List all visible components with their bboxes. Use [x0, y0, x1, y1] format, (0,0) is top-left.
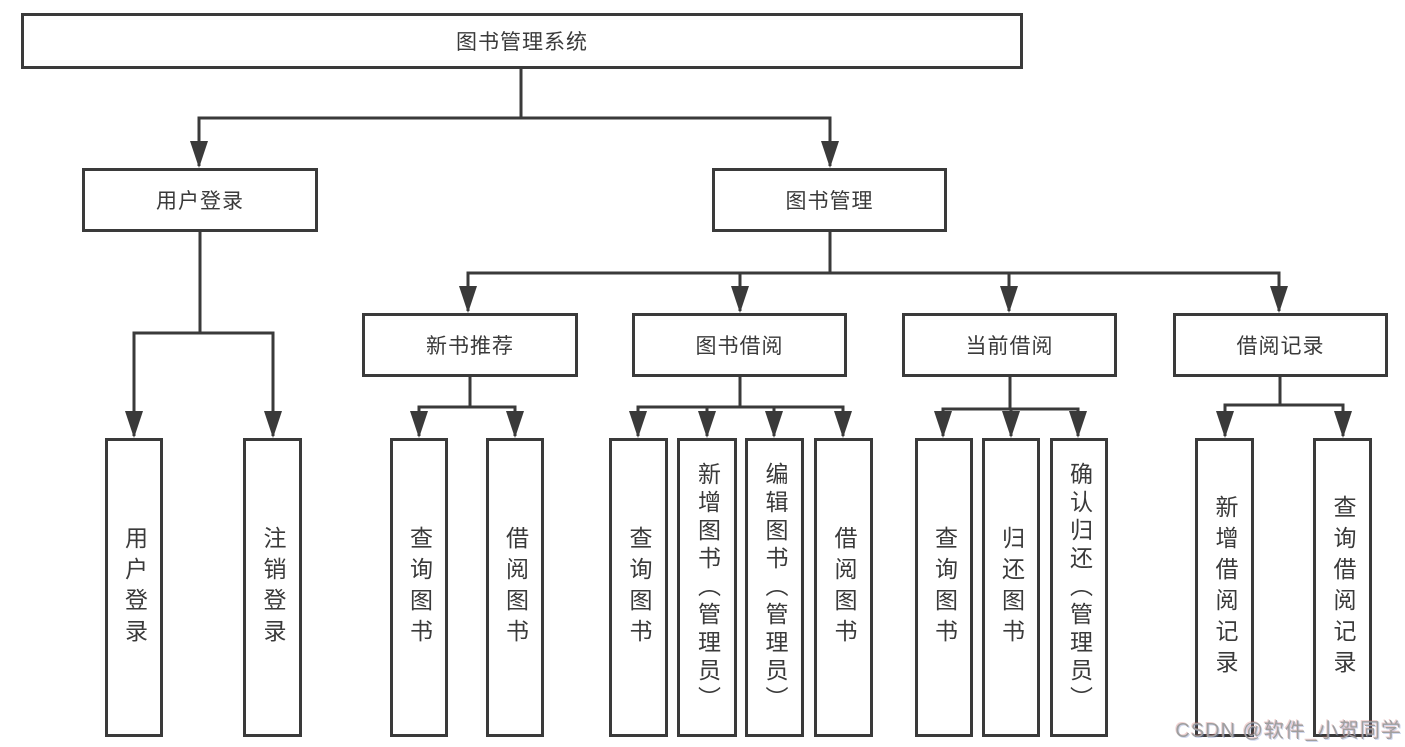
leaf-label: 查询图书	[626, 525, 652, 650]
leaf-label: 新增借阅记录	[1212, 494, 1238, 681]
arrow-down-icon	[629, 411, 647, 438]
leaf-label: 查询借阅记录	[1330, 494, 1356, 681]
node-book-borrow: 图书借阅	[632, 313, 847, 377]
leaf-label: 归还图书	[998, 525, 1025, 650]
leaf-cb-return-book: 归还图书	[982, 438, 1040, 737]
leaf-label: 借阅图书	[831, 525, 857, 650]
leaf-rec-borrow-book: 借阅图书	[486, 438, 544, 737]
arrow-down-icon	[934, 411, 952, 438]
arrow-down-icon	[834, 411, 852, 438]
leaf-label: 借阅图书	[502, 525, 529, 650]
arrow-down-icon	[506, 411, 524, 438]
leaf-br-add-record: 新增借阅记录	[1195, 438, 1254, 737]
connector-borrowrecord-group	[1223, 377, 1345, 436]
arrow-down-icon	[698, 411, 716, 438]
leaf-label: 确认归还（管理员）	[1066, 461, 1093, 714]
leaf-logout: 注销登录	[243, 438, 302, 737]
arrow-down-icon	[1069, 411, 1087, 438]
leaf-bb-query-book: 查询图书	[609, 438, 668, 737]
arrow-down-icon	[1270, 286, 1288, 313]
connector-root-to-level2	[197, 69, 832, 166]
connector-bookmgmt-to-level3	[466, 232, 1281, 311]
leaf-label: 新增图书（管理员）	[694, 461, 721, 714]
arrow-down-icon	[264, 411, 282, 438]
node-borrow-record: 借阅记录	[1173, 313, 1388, 377]
arrow-down-icon	[765, 411, 783, 438]
arrow-down-icon	[125, 411, 143, 438]
arrow-down-icon	[1334, 411, 1352, 438]
leaf-cb-query-book: 查询图书	[915, 438, 973, 737]
node-new-book-rec: 新书推荐	[362, 313, 578, 377]
leaf-bb-borrow-book: 借阅图书	[814, 438, 873, 737]
leaf-label: 用户登录	[121, 525, 148, 650]
leaf-br-query-record: 查询借阅记录	[1313, 438, 1372, 737]
leaf-label: 查询图书	[931, 525, 958, 650]
leaf-bb-add-book-admin: 新增图书（管理员）	[677, 438, 737, 737]
arrow-down-icon	[410, 411, 428, 438]
arrow-down-icon	[1002, 411, 1020, 438]
node-user-login: 用户登录	[82, 168, 318, 232]
leaf-cb-confirm-return-admin: 确认归还（管理员）	[1050, 438, 1108, 737]
leaf-label: 注销登录	[260, 525, 286, 650]
csdn-watermark: CSDN @软件_小贺同学	[1175, 720, 1402, 742]
arrow-down-icon	[821, 141, 839, 168]
leaf-label: 编辑图书（管理员）	[762, 461, 788, 714]
node-book-mgmt: 图书管理	[712, 168, 947, 232]
leaf-bb-edit-book-admin: 编辑图书（管理员）	[745, 438, 804, 737]
arrow-down-icon	[731, 286, 749, 313]
arrow-down-icon	[1216, 411, 1234, 438]
leaf-label: 查询图书	[406, 525, 433, 650]
leaf-rec-query-book: 查询图书	[390, 438, 448, 737]
arrow-down-icon	[1000, 286, 1018, 313]
connector-newbookrec-group	[417, 377, 517, 436]
node-current-borrow: 当前借阅	[902, 313, 1117, 377]
arrow-down-icon	[190, 141, 208, 168]
connector-userlogin-group	[132, 232, 275, 436]
node-root: 图书管理系统	[21, 13, 1023, 69]
connector-bookborrow-group	[636, 377, 845, 436]
leaf-user-login: 用户登录	[105, 438, 163, 737]
arrowheads	[125, 141, 1352, 438]
arrow-down-icon	[459, 286, 477, 313]
